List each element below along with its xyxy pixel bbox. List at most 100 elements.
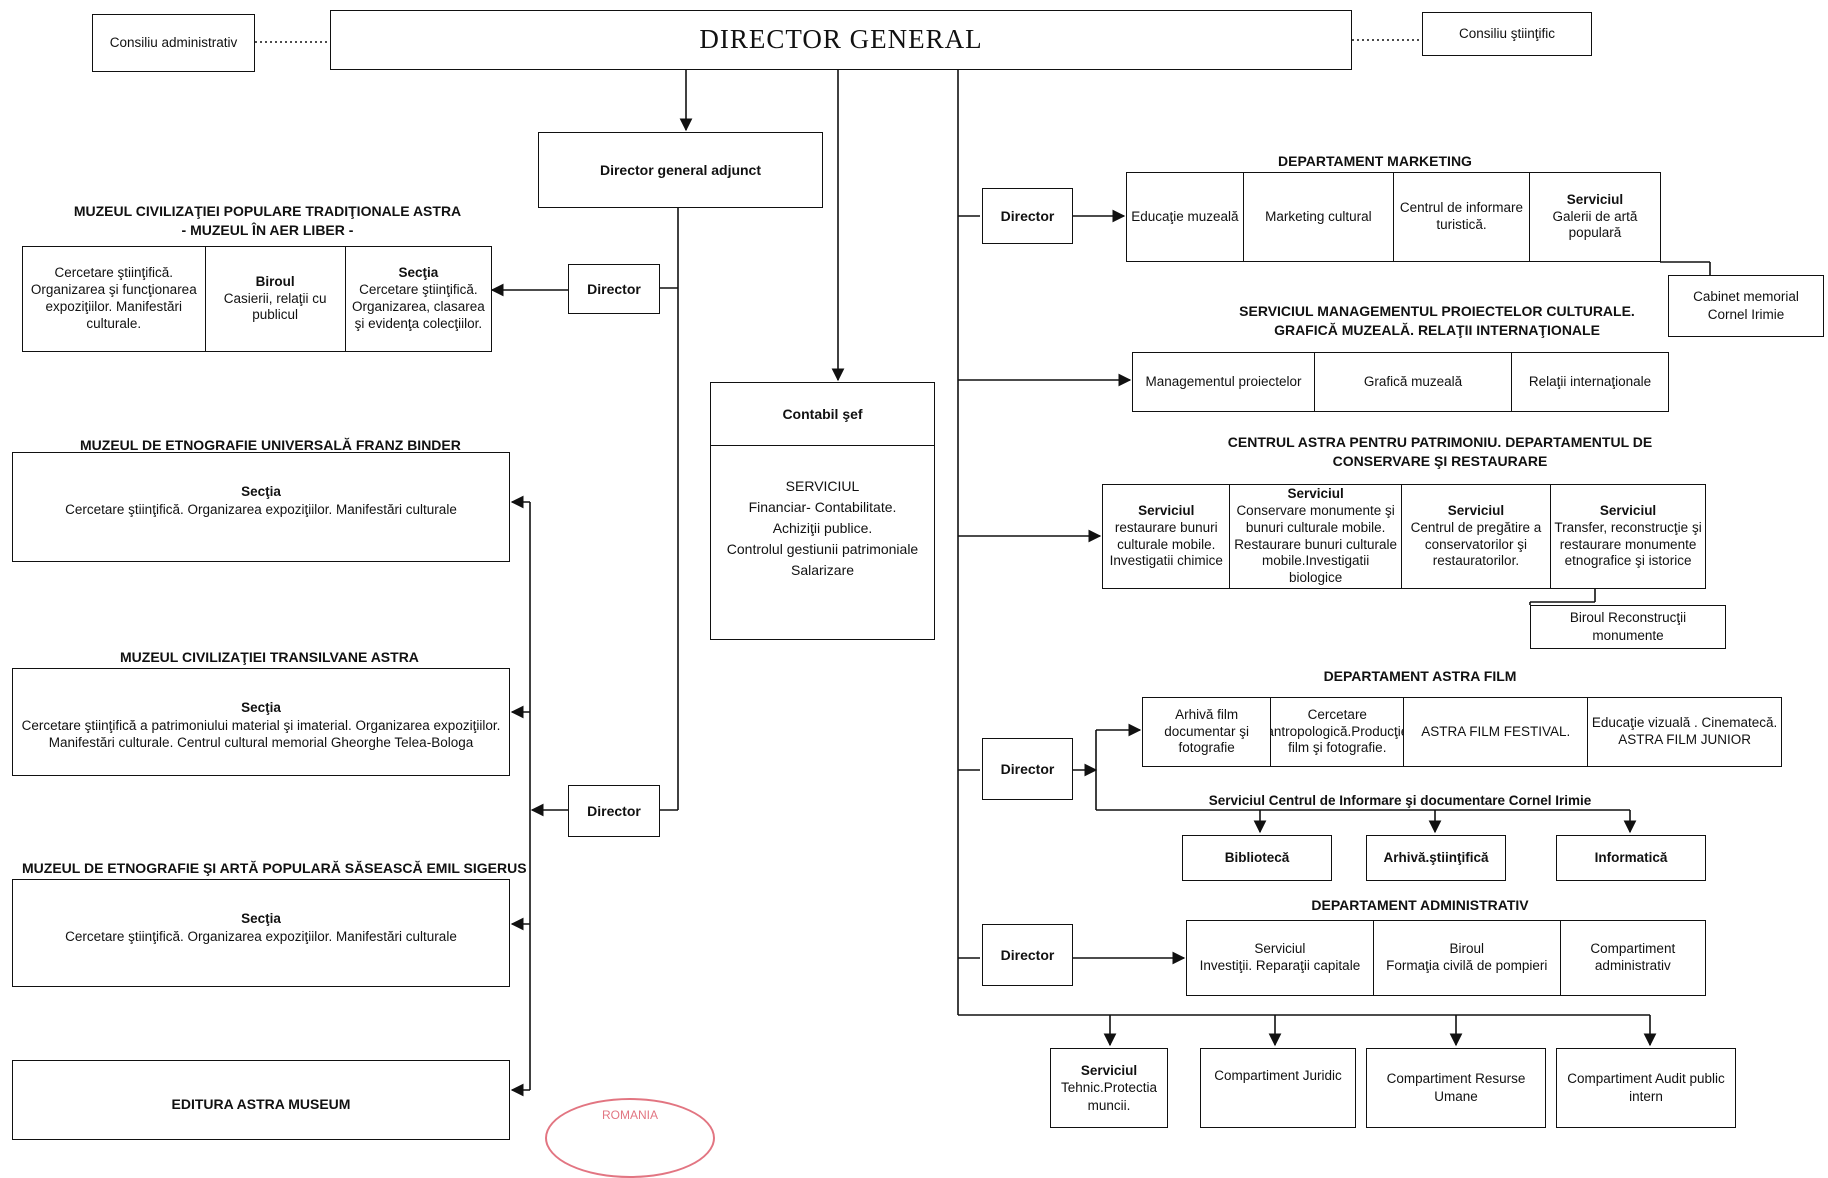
informatica-box: Informatică [1556,835,1706,881]
compartiment-audit-box: Compartiment Audit public intern [1556,1048,1736,1128]
administrativ-cell: Compartiment administrativ [1559,921,1705,995]
serviciu-financiar-line: Controlul gestiunii patrimoniale [726,541,919,557]
patrimoniu-title: CENTRUL ASTRA PENTRU PATRIMONIU. DEPARTA… [1165,433,1715,471]
cell-text: Arhivă film documentar şi fotografie [1164,706,1249,756]
cell-head: Serviciul [1254,941,1306,957]
section-head: Secţia [241,911,281,926]
marketing-title: DEPARTAMENT MARKETING [1278,153,1472,169]
contabil-sef-box: Contabil şef SERVICIUL Financiar- Contab… [710,382,935,640]
section-text: Cercetare ştiinţifică a patrimoniului ma… [21,717,501,733]
muzeu-binder-box: Secţia Cercetare ştiinţifică. Organizare… [12,452,510,562]
cabinet-memorial-box: Cabinet memorial Cornel Irimie [1668,275,1824,337]
cell-text: ASTRA FILM FESTIVAL. [1421,723,1571,739]
left-director-2: Director [568,785,660,837]
cell-text: Managementul proiectelor [1145,373,1302,389]
marketing-director: Director [982,188,1073,244]
birou-reconstructii-box: Biroul Reconstrucţii monumente [1530,605,1726,649]
proiecte-title: SERVICIUL MANAGEMENTUL PROIECTELOR CULTU… [1212,302,1662,340]
film-group: Arhivă film documentar şi fotografie Cer… [1142,697,1782,767]
film-director: Director [982,738,1073,800]
muzeu-binder-title: MUZEUL DE ETNOGRAFIE UNIVERSALĂ FRANZ BI… [80,437,461,453]
biblioteca-box: Bibliotecă [1182,835,1332,881]
consiliu-administrativ-box: Consiliu administrativ [92,14,255,72]
muzeu-transilvane-box: Secţia Cercetare ştiinţifică a patrimoni… [12,668,510,776]
director-general-box: DIRECTOR GENERAL [330,10,1352,70]
compartiment-resurse-umane-box: Compartiment Resurse Umane [1366,1048,1546,1128]
cell-text: Formaţia civilă de pompieri [1386,958,1548,973]
muzeu-astra-title-line: MUZEUL CIVILIZAŢIEI POPULARE TRADIŢIONAL… [73,203,462,219]
centru-informare-title: Serviciul Centrul de Informare şi docume… [1208,793,1592,808]
serviciu-financiar: SERVICIUL Financiar- Contabilitate. Achi… [727,446,918,581]
patrimoniu-title-line: CENTRUL ASTRA PENTRU PATRIMONIU. DEPARTA… [1227,434,1653,450]
serviciu-financiar-line: Financiar- Contabilitate. [748,499,897,515]
cell-text: Casierii, relaţii cu publicul [223,290,327,323]
serviciu-tehnic-box: Serviciul Tehnic.Protectia muncii. [1050,1048,1168,1128]
cell-text: Grafică muzeală [1363,373,1463,389]
proiecte-title-line: GRAFICĂ MUZEALĂ. RELAŢII INTERNAŢIONALE [1274,321,1600,338]
cell-text: Marketing cultural [1265,208,1372,224]
marketing-cell: Marketing cultural [1242,173,1393,261]
cell-text: Centrul de pregătire a conservatorilor ş… [1410,519,1542,569]
cell-text: restaurare bunuri culturale mobile. Inve… [1109,519,1223,569]
serviciu-financiar-line: Achiziţii publice. [772,520,873,536]
muzeu-astra-group: Cercetare ştiinţifică. Organizarea şi fu… [22,246,492,352]
serviciu-financiar-title: SERVICIUL [785,478,860,494]
section-head: Secţia [241,700,281,715]
marketing-group: Educaţie muzeală Marketing cultural Cent… [1126,172,1661,262]
cell-head: Secţia [398,265,439,281]
director-adjunct-box: Director general adjunct [538,132,823,208]
cell-text: Cercetare antropologică.Producţie film ş… [1270,706,1404,756]
arhiva-stiintifica-box: Arhivă.ştiinţifică [1366,835,1506,881]
muzeu-sigerus-box: Secţia Cercetare ştiinţifică. Organizare… [12,879,510,987]
proiecte-title-line: SERVICIUL MANAGEMENTUL PROIECTELOR CULTU… [1239,303,1635,319]
compartiment-juridic-box: Compartiment Juridic [1200,1048,1356,1128]
film-cell: Arhivă film documentar şi fotografie [1143,698,1270,766]
marketing-cell: Educaţie muzeală [1127,173,1243,261]
proiecte-group: Managementul proiectelor Grafică muzeală… [1132,352,1669,412]
cell-text: Galerii de artă populară [1552,208,1638,241]
section-text: Manifestări culturale. Centrul cultural … [48,735,474,751]
administrativ-title: DEPARTAMENT ADMINISTRATIV [1311,897,1529,913]
cell-text: Transfer, reconstrucţie şi restaurare mo… [1554,519,1702,569]
cell-head: Serviciul [1599,502,1657,518]
section-head: Secţia [241,484,281,499]
cell-text: Cercetare ştiinţifică. Organizarea şi fu… [30,265,197,331]
cell-text: Compartiment administrativ [1590,941,1676,973]
section-text: Cercetare ştiinţifică. Organizarea expoz… [65,501,457,517]
cell-text: Relaţii internaţionale [1528,373,1652,389]
cell-head: Serviciul [1138,502,1195,518]
muzeu-astra-cell: Cercetare ştiinţifică. Organizarea şi fu… [23,247,205,351]
muzeu-transilvane-title: MUZEUL CIVILIZAŢIEI TRANSILVANE ASTRA [120,649,419,665]
cell-text: Centrul de informare turistică. [1399,200,1523,232]
cell-head: Serviciul [1447,502,1505,518]
cell-text: Conservare monumente şi bunuri culturale… [1234,502,1398,586]
muzeu-sigerus-title: MUZEUL DE ETNOGRAFIE ŞI ARTĂ POPULARĂ SĂ… [22,860,527,876]
cell-text: Educaţie vizuală . Cinematecă. ASTRA FIL… [1591,715,1778,747]
serviciu-financiar-line: Salarizare [790,562,855,578]
left-director-1: Director [568,264,660,314]
contabil-sef-label: Contabil şef [711,383,934,446]
cell-text: Tehnic.Protectia muncii. [1060,1080,1158,1113]
proiecte-cell: Relaţii internaţionale [1511,353,1668,411]
cell-head: Serviciul [1566,191,1624,207]
cell-head: Serviciul [1080,1062,1138,1078]
cell-text: Investiţii. Reparaţii capitale [1199,958,1361,973]
patrimoniu-title-line: CONSERVARE ŞI RESTAURARE [1332,452,1548,469]
editura-box: EDITURA ASTRA MUSEUM [12,1060,510,1140]
administrativ-director: Director [982,924,1073,986]
official-stamp: ROMANIA [545,1098,715,1178]
cell-text: Cercetare ştiinţifică. Organizarea, clas… [351,282,485,331]
muzeu-astra-title-line: - MUZEUL ÎN AER LIBER - [181,221,354,238]
film-title: DEPARTAMENT ASTRA FILM [1323,668,1517,684]
